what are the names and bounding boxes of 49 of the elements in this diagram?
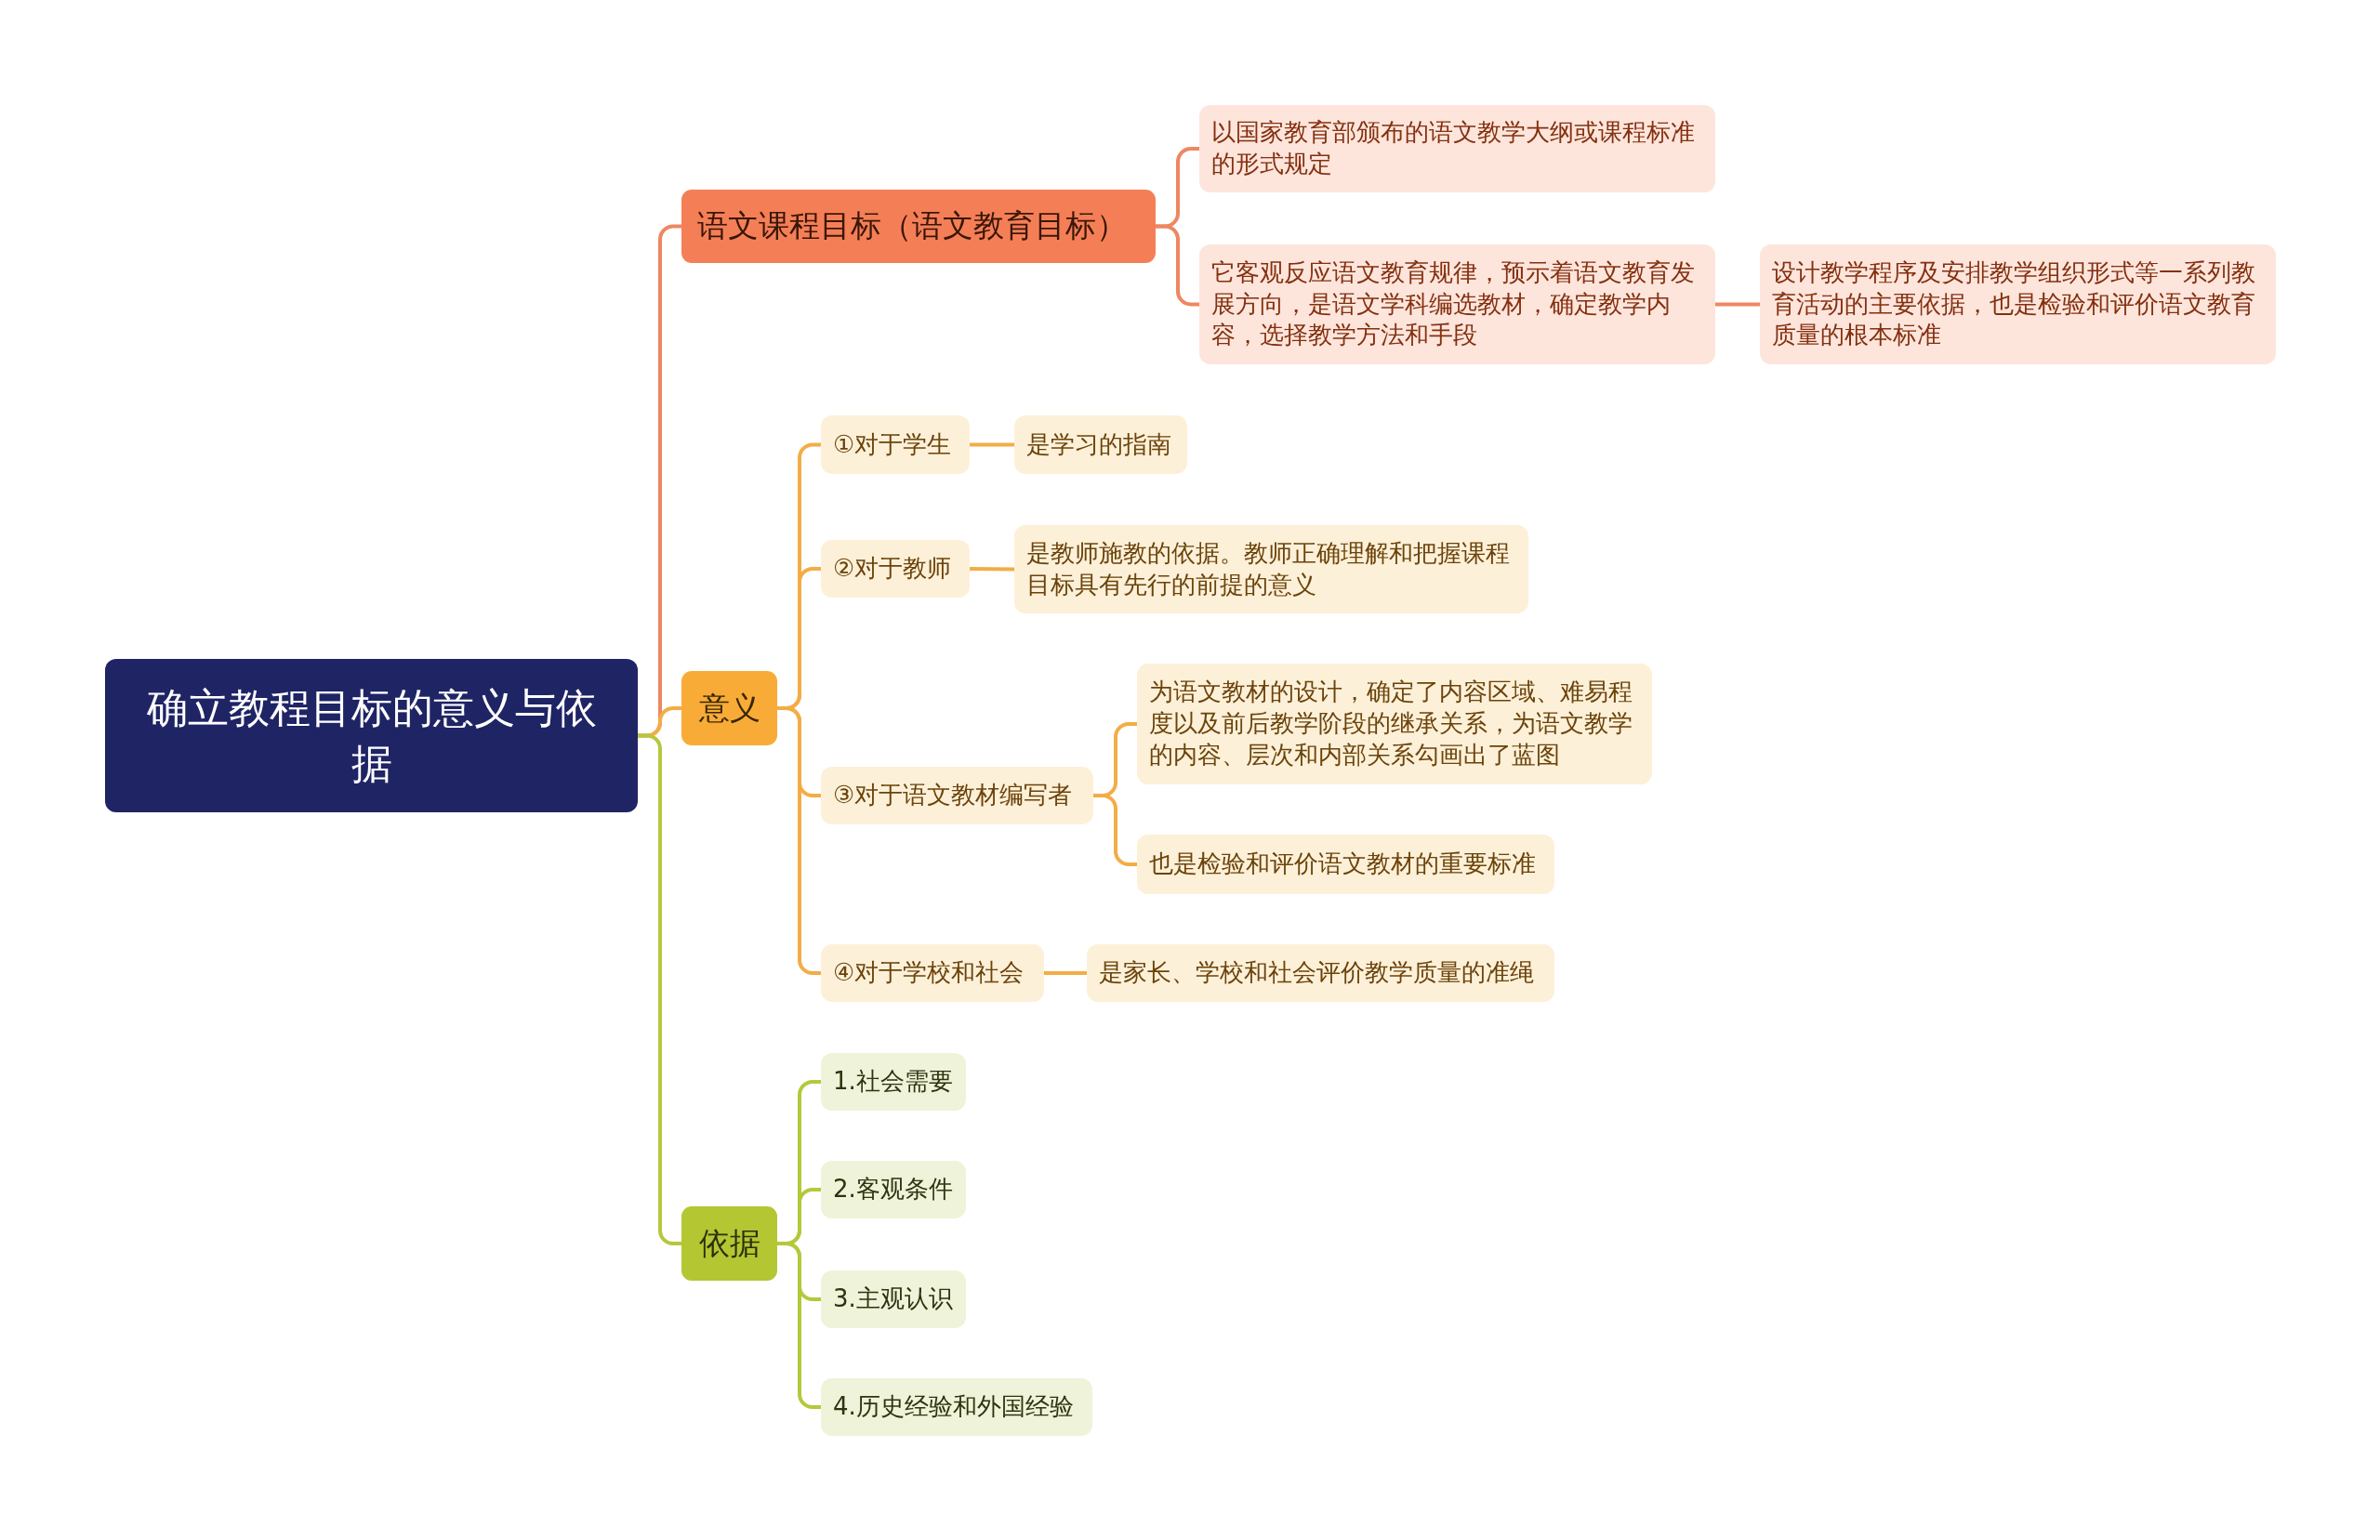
topic-text: 4.历史经验和外国经验: [833, 1391, 1074, 1423]
topic-text: ②对于教师: [833, 553, 952, 585]
topic-text: 语文课程目标（语文教育目标）: [697, 206, 1127, 246]
topic-text: ③对于语文教材编写者: [833, 780, 1073, 811]
topic-text: 为语文教材的设计，确定了内容区域、难易程度以及前后教学阶段的继承关系，为语文教学的内容、层次和内部关系勾画出了蓝图: [1149, 677, 1633, 770]
topic-text: 设计教学程序及安排教学组织形式等一系列教育活动的主要依据，也是检验和评价语文教育质量的根本标准: [1772, 257, 2256, 351]
topic-text: 3.主观认识: [833, 1283, 953, 1315]
subtopic-box: [821, 415, 970, 474]
subtopic-box: [1087, 944, 1554, 1002]
subtopic-box: [821, 944, 1044, 1002]
topic-text: 是学习的指南: [1026, 428, 1171, 460]
topic-text: 以国家教育部颁布的语文教学大纲或课程标准的形式规定: [1211, 117, 1696, 179]
topic-text: 是家长、学校和社会评价教学质量的准绳: [1099, 957, 1534, 989]
subtopic-box: [821, 540, 970, 598]
topic-text: 也是检验和评价语文教材的重要标准: [1149, 849, 1536, 880]
topic-text: 2.客观条件: [833, 1174, 953, 1205]
connector-line: [636, 733, 683, 1245]
subtopic-box: [1014, 525, 1528, 613]
subtopic-box: [821, 1053, 966, 1111]
subtopic-box: [1199, 244, 1715, 364]
subtopic-box: [1199, 105, 1715, 192]
topic-text: 确立教程目标的意义与依据: [145, 682, 598, 789]
subtopic-box: [821, 767, 1093, 824]
connector-line: [968, 567, 1016, 572]
connector-line: [1713, 302, 1762, 307]
central-topic: [105, 659, 638, 812]
topic-text: ④对于学校和社会: [833, 957, 1025, 989]
connector-line: [1042, 971, 1089, 975]
connector-line: [775, 1242, 823, 1409]
connector-line: [1091, 794, 1139, 866]
branch-topic: [681, 190, 1156, 263]
subtopic-box: [821, 1161, 966, 1218]
branch-topic: [681, 1206, 777, 1281]
topic-text: 意义: [698, 688, 760, 728]
subtopic-box: [1137, 835, 1554, 894]
subtopic-box: [1014, 415, 1187, 474]
topic-text: 1.社会需要: [833, 1066, 953, 1098]
topic-text: 是教师施教的依据。教师正确理解和把握课程目标具有先行的前提的意义: [1026, 537, 1511, 600]
topic-text: 它客观反应语文教育规律，预示着语文教育发展方向，是语文学科编选教材，确定教学内容，选择教学方法和手段: [1211, 257, 1696, 351]
connector-line: [1154, 224, 1201, 307]
topic-text: ①对于学生: [833, 428, 952, 460]
topic-text: 依据: [698, 1223, 760, 1263]
subtopic-box: [1760, 244, 2276, 364]
connector-line: [968, 442, 1016, 447]
subtopic-box: [821, 1270, 966, 1328]
subtopic-box: [1137, 664, 1652, 784]
subtopic-box: [821, 1378, 1092, 1436]
branch-topic: [681, 671, 777, 745]
connector-line: [775, 706, 823, 975]
